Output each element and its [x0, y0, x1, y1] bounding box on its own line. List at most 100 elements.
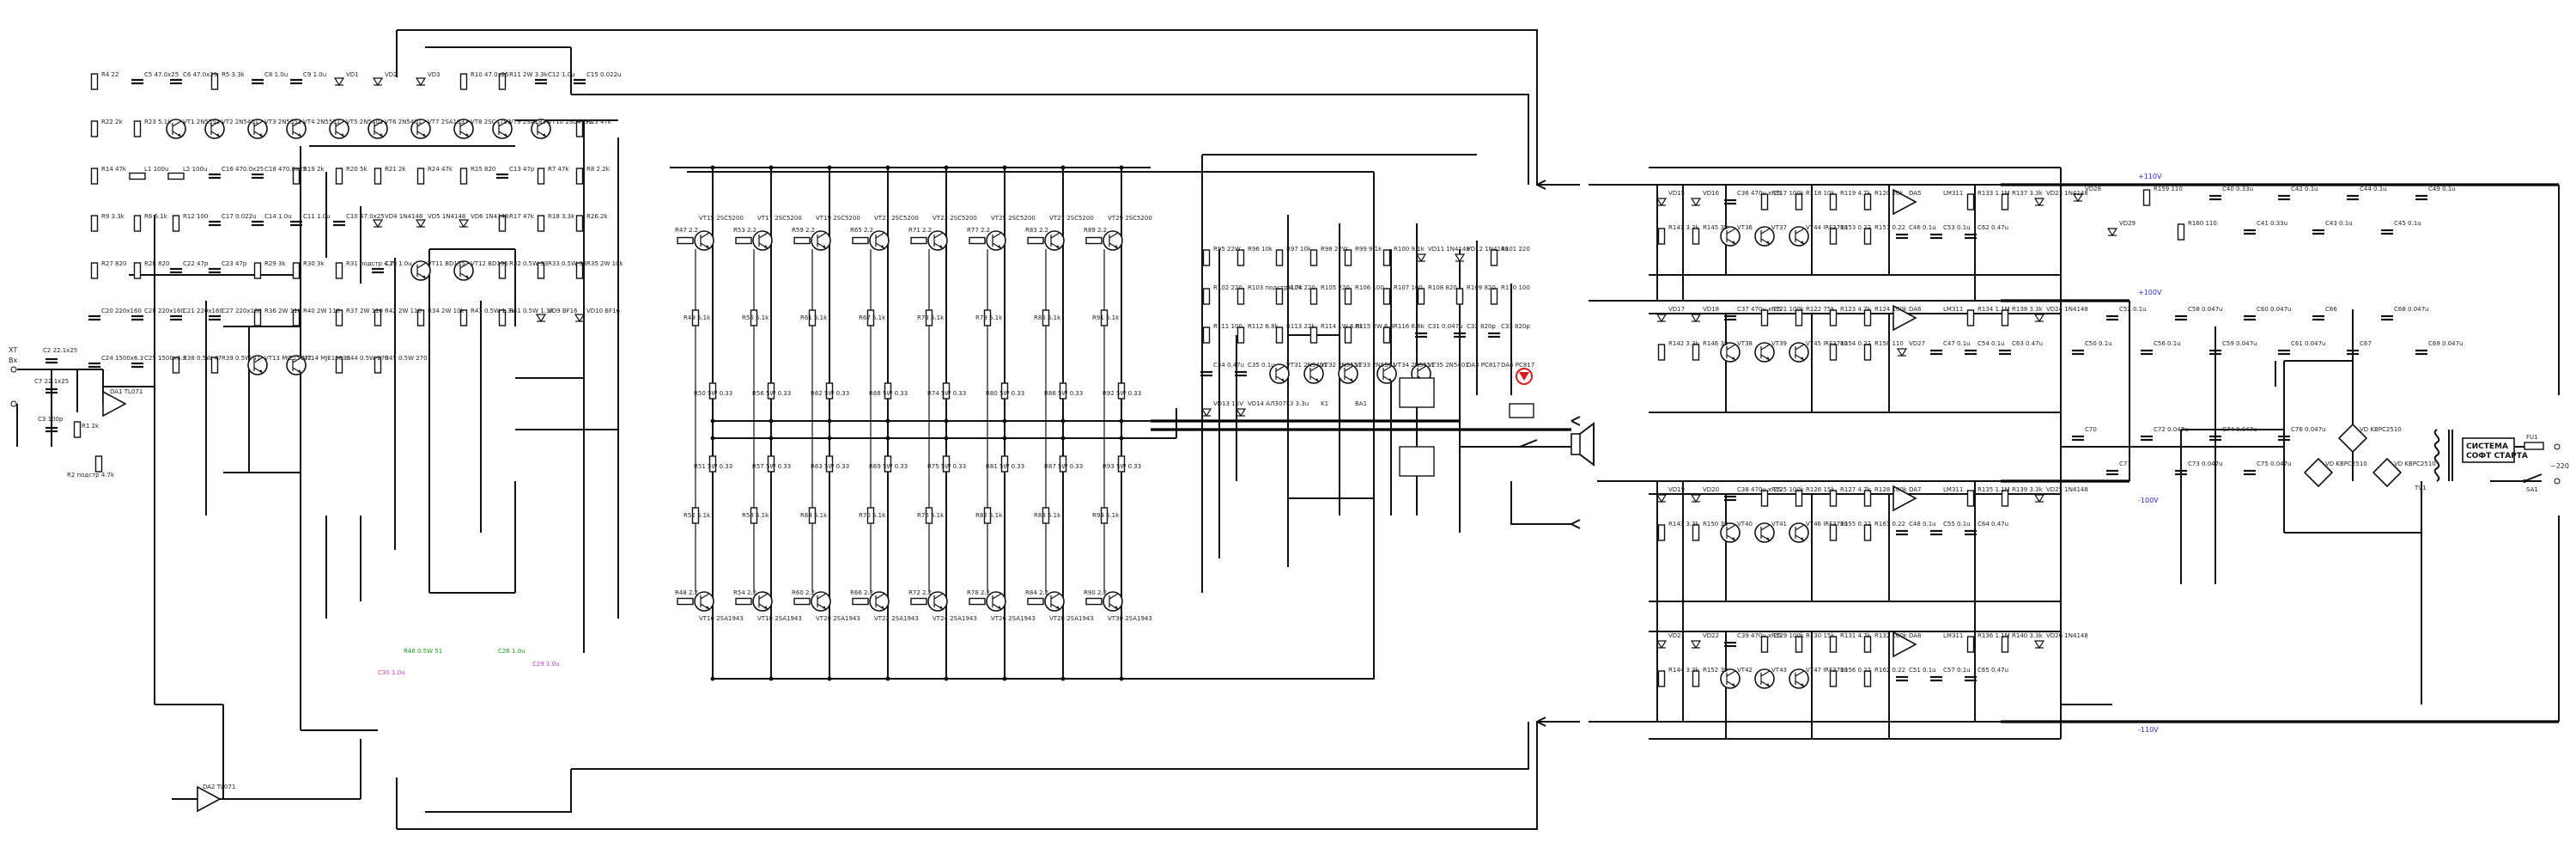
regulator-label: R154 0.22	[1840, 340, 1871, 347]
protection-label: VT32 2N5551	[1321, 362, 1362, 369]
front-end-diode	[458, 219, 470, 229]
front-end-label: C18 470.0x25	[264, 166, 307, 173]
protection-diode	[1200, 408, 1212, 418]
junction-dot	[1060, 676, 1066, 681]
transistor-arrow	[1801, 357, 1804, 360]
protection-label: C31 0.047u	[1428, 323, 1463, 330]
regulator-label: R119 4.7k	[1840, 190, 1872, 197]
supply-label: C43 0.1u	[2325, 220, 2353, 227]
regulator-diode	[1690, 314, 1702, 323]
front-end-label: R12 100	[183, 213, 208, 220]
front-end-label: VT13 MJE15032	[264, 355, 312, 362]
junction-dot	[944, 436, 949, 441]
filter-capacitor	[2072, 349, 2084, 356]
protection-label: VT34 2N5551	[1394, 362, 1435, 369]
voltage-note-left: C30 1.0u	[378, 669, 405, 676]
diode-body	[1656, 640, 1668, 650]
filter-capacitor	[2278, 194, 2290, 201]
front-end-label: R42 2W 110	[385, 308, 422, 314]
regulator-label: R138 3.3k	[2012, 306, 2044, 313]
filter-capacitor	[2381, 314, 2393, 321]
regulator-label: VT45 IRF3710	[1806, 340, 1848, 347]
switch-sa1: SA1	[2523, 473, 2543, 493]
regulator-label: R157 0.22	[1874, 224, 1905, 231]
front-end-label: VD6 1N4148	[471, 213, 508, 220]
regulator-label: R117 100k	[1771, 190, 1805, 197]
rail-labels: +110V +100V -100V -110V	[2138, 173, 2162, 734]
diode-body	[2106, 228, 2118, 237]
transistor-collector	[459, 262, 470, 269]
base-resistor	[677, 597, 694, 606]
junction-dot	[1002, 418, 1007, 424]
front-end-capacitor	[372, 267, 384, 274]
regulator-label: R156 0.22	[1840, 667, 1871, 674]
diode-body	[333, 77, 345, 87]
transistor-collector	[700, 593, 710, 600]
front-end-resistor	[498, 262, 507, 279]
regulator-transistor	[1754, 226, 1775, 247]
regulator-label: VD18	[1703, 306, 1719, 313]
output-npn-label: VT19 2SC5200	[816, 215, 860, 222]
front-end-capacitor	[252, 220, 264, 227]
front-end-resistor	[459, 168, 468, 185]
transistor-collector	[1760, 670, 1771, 677]
filter-capacitor	[2347, 194, 2359, 201]
transistor-arrow	[1388, 378, 1392, 381]
regulator-diode	[1656, 314, 1668, 323]
diode-body	[1690, 198, 1702, 207]
bias-resistor-label: R88 5.1k	[1034, 512, 1061, 519]
regulator-label: C65 0.47u	[1978, 667, 2008, 674]
diode-body	[1656, 314, 1668, 323]
junction-dot	[1119, 165, 1124, 170]
front-end-capacitor	[209, 173, 221, 180]
front-end-resistor	[498, 309, 507, 326]
transistor-body	[329, 119, 349, 139]
front-end-label: C6 47.0x25	[183, 71, 217, 78]
regulator-resistor	[1829, 344, 1838, 361]
protection-label: R111 100	[1213, 323, 1242, 330]
front-end-capacitor	[209, 267, 221, 274]
regulator-resistor	[1829, 636, 1838, 653]
regulator-diode	[2033, 314, 2045, 323]
filter-capacitor	[2415, 194, 2427, 201]
transistor-collector	[1795, 670, 1805, 677]
regulator-resistor	[1692, 670, 1700, 687]
emitter-resistor	[708, 455, 717, 473]
protection-resistor	[1309, 288, 1318, 305]
filter-diode	[2072, 193, 2084, 203]
regulator-resistor	[1966, 490, 1975, 507]
protection-label: R98 22W	[1321, 246, 1348, 253]
regulator-transistor	[1754, 342, 1775, 363]
bias-resistor-label: R76 5.1k	[917, 512, 945, 519]
transistor-arrow	[939, 245, 943, 248]
regulator-capacitor	[1724, 198, 1736, 205]
transistor-body	[1103, 230, 1123, 251]
transistor-body	[1269, 363, 1290, 384]
front-end-diode	[372, 77, 384, 87]
protection-resistor	[1309, 326, 1318, 344]
transistor-collector	[1344, 365, 1354, 372]
bias-resistor-label: R49 5.1k	[683, 314, 711, 321]
transistor-collector	[1795, 344, 1805, 351]
front-end-label: VD5 1N4148	[428, 213, 465, 220]
front-end-resistor	[90, 215, 99, 232]
bias-resistor	[750, 309, 758, 326]
front-end-label: R11 2W 3.3k	[509, 71, 549, 78]
protection-label: C35 0.1u	[1248, 362, 1275, 369]
front-end-label: R24 47k	[428, 166, 453, 173]
supply-label: VD KBPC2510	[2325, 461, 2367, 467]
filter-capacitor	[2209, 194, 2221, 201]
regulator-resistor	[1657, 344, 1666, 361]
regulator-diode	[1690, 640, 1702, 650]
diode-body	[2033, 494, 2045, 503]
transistor-body	[531, 119, 551, 139]
emitter-resistor	[1000, 455, 1009, 473]
supply-label: C71	[2119, 461, 2131, 467]
junction-dot	[1060, 418, 1066, 424]
mains-label: ~220	[2550, 462, 2569, 470]
regulator-label: VT36	[1737, 224, 1753, 231]
transistor-collector	[253, 120, 264, 127]
transistor-body	[1754, 522, 1775, 543]
regulator-label: VT38	[1737, 340, 1753, 347]
diode-body	[2033, 198, 2045, 207]
